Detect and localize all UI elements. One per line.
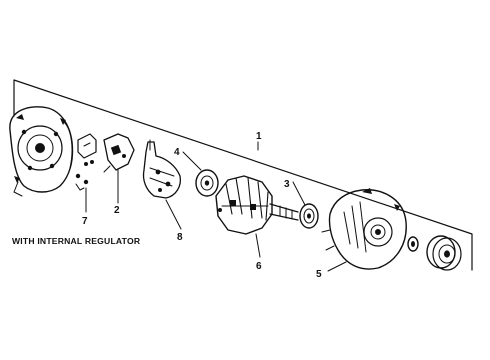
- callout-numbers: 1 2 3 4 5 6 7 8: [82, 131, 322, 280]
- pulley: [426, 235, 462, 271]
- callout-4: 4: [174, 147, 180, 158]
- callout-3: 3: [284, 179, 290, 190]
- callout-2: 2: [114, 205, 120, 216]
- assembly-bracket: [13, 79, 473, 271]
- callout-5: 5: [316, 269, 322, 280]
- rectifier: [142, 139, 182, 199]
- drive-end-frame: [321, 188, 407, 270]
- callout-6: 6: [256, 261, 262, 272]
- callout-7: 7: [82, 216, 88, 227]
- bearing-rear: [299, 203, 319, 229]
- brush-holder: [103, 133, 135, 173]
- spacer: [407, 236, 419, 252]
- caption-internal-regulator: WITH INTERNAL REGULATOR: [12, 236, 141, 246]
- bearing-front: [195, 169, 219, 197]
- callout-1: 1: [256, 131, 262, 142]
- rear-housing: [9, 106, 74, 197]
- rotor: [215, 175, 299, 235]
- regulator-terminal-parts: [75, 133, 97, 191]
- leader-lines: [85, 151, 347, 272]
- callout-8: 8: [177, 232, 183, 243]
